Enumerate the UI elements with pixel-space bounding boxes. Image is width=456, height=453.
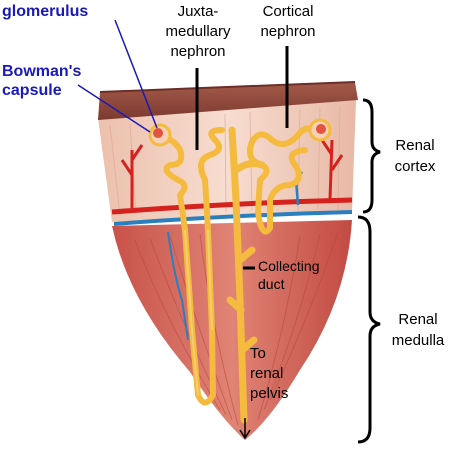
- label-renal-pelvis-line3: pelvis: [250, 385, 289, 402]
- glomerulus-juxtamedullary: [148, 123, 172, 147]
- label-renal-medulla-line1: Renal: [398, 311, 438, 328]
- vasa-recta: [167, 231, 189, 341]
- medulla-striations: [134, 231, 339, 426]
- label-cortical-line2: nephron: [260, 23, 316, 40]
- interlobular-arteries: [120, 139, 344, 208]
- label-renal-cortex-line2: cortex: [394, 158, 436, 175]
- arcuate-artery: [111, 197, 353, 215]
- juxtamedullary-nephron-tubule: [157, 127, 225, 406]
- glomerulus-cortical: [308, 118, 332, 142]
- label-renal-cortex-line1: Renal: [395, 137, 435, 154]
- label-glomerulus: glomerulus: [2, 3, 89, 20]
- renal-medulla-region: [112, 220, 352, 440]
- label-cortical-line1: Cortical: [262, 3, 314, 20]
- cortical-nephron-tubule: [247, 125, 321, 235]
- renal-medulla-brace: [357, 215, 381, 444]
- label-bowmans-capsule-line2: capsule: [2, 82, 62, 99]
- bowmans-capsule-pointer: [77, 84, 151, 133]
- label-renal-medulla-line2: medulla: [391, 332, 445, 349]
- label-renal-pelvis-line1: To: [250, 345, 266, 362]
- renal-cortex-brace: [362, 98, 381, 214]
- label-renal-pelvis-line2: renal: [250, 365, 284, 382]
- glomerulus-pointer: [114, 19, 158, 129]
- label-collecting-duct-line1: Collecting: [258, 258, 320, 274]
- label-bowmans-capsule-line1: Bowman's: [2, 63, 82, 80]
- label-collecting-duct-line2: duct: [258, 276, 285, 292]
- label-juxtamedullary-line1: Juxta-: [177, 3, 219, 20]
- label-juxtamedullary-line2: medullary: [165, 23, 231, 40]
- pelvis-arrow-icon: [239, 418, 251, 440]
- arcuate-vein: [113, 210, 353, 226]
- renal-capsule-top: [98, 82, 358, 120]
- collecting-duct: [226, 126, 266, 424]
- label-juxtamedullary-line3: nephron: [170, 43, 226, 60]
